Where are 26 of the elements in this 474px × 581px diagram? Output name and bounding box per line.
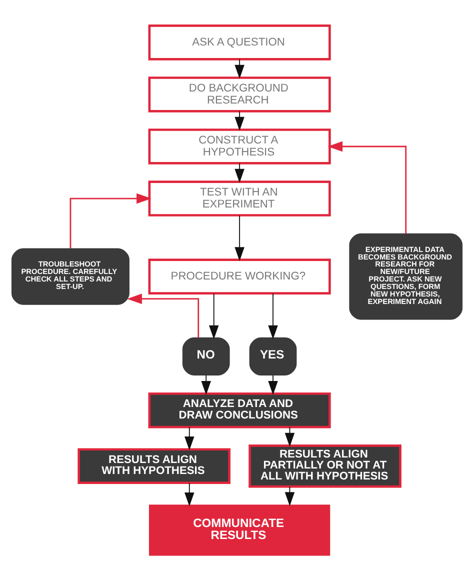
arrow xyxy=(208,293,219,340)
node-box: COMMUNICATE RESULTS xyxy=(148,504,330,556)
arrow xyxy=(234,162,244,183)
arrow xyxy=(234,58,244,79)
arrow xyxy=(268,293,278,340)
node-box: RESULTS ALIGN PARTIALLY OR NOT AT ALL WITH HYPOTHESIS xyxy=(248,444,402,488)
arrow xyxy=(234,215,244,262)
arrow xyxy=(127,294,200,338)
arrow xyxy=(70,193,152,248)
arrow xyxy=(184,482,194,506)
node-box: EXPERIMENTAL DATA BECOMES BACKGROUND RESEARCH FOR NEW/FUTURE PROJECT. ASK NEW QUESTIONS, FORM NEW HYPOTHESIS, EXPERIMENT AGAIN xyxy=(349,233,463,320)
node-box: NO xyxy=(182,337,230,376)
arrow xyxy=(201,374,211,395)
arrow xyxy=(184,426,194,450)
node-box: DO BACKGROUND RESEARCH xyxy=(148,76,331,112)
node-box: TROUBLESHOOT PROCEDURE. CAREFULLY CHECK ALL STEPS AND SET-UP. xyxy=(11,248,130,305)
arrow xyxy=(268,374,278,395)
node-box: PROCEDURE WORKING? xyxy=(148,258,331,294)
node-box: RESULTS ALIGN WITH HYPOTHESIS xyxy=(78,448,230,484)
node-box: ASK A QUESTION xyxy=(148,24,331,60)
node-box: YES xyxy=(249,337,297,376)
node-box: CONSTRUCT A HYPOTHESIS xyxy=(148,128,331,164)
node-box: TEST WITH AN EXPERIMENT xyxy=(148,180,331,216)
arrow xyxy=(328,141,407,234)
arrow xyxy=(234,110,244,131)
node-box: ANALYZE DATA AND DRAW CONCLUSIONS xyxy=(148,392,331,428)
